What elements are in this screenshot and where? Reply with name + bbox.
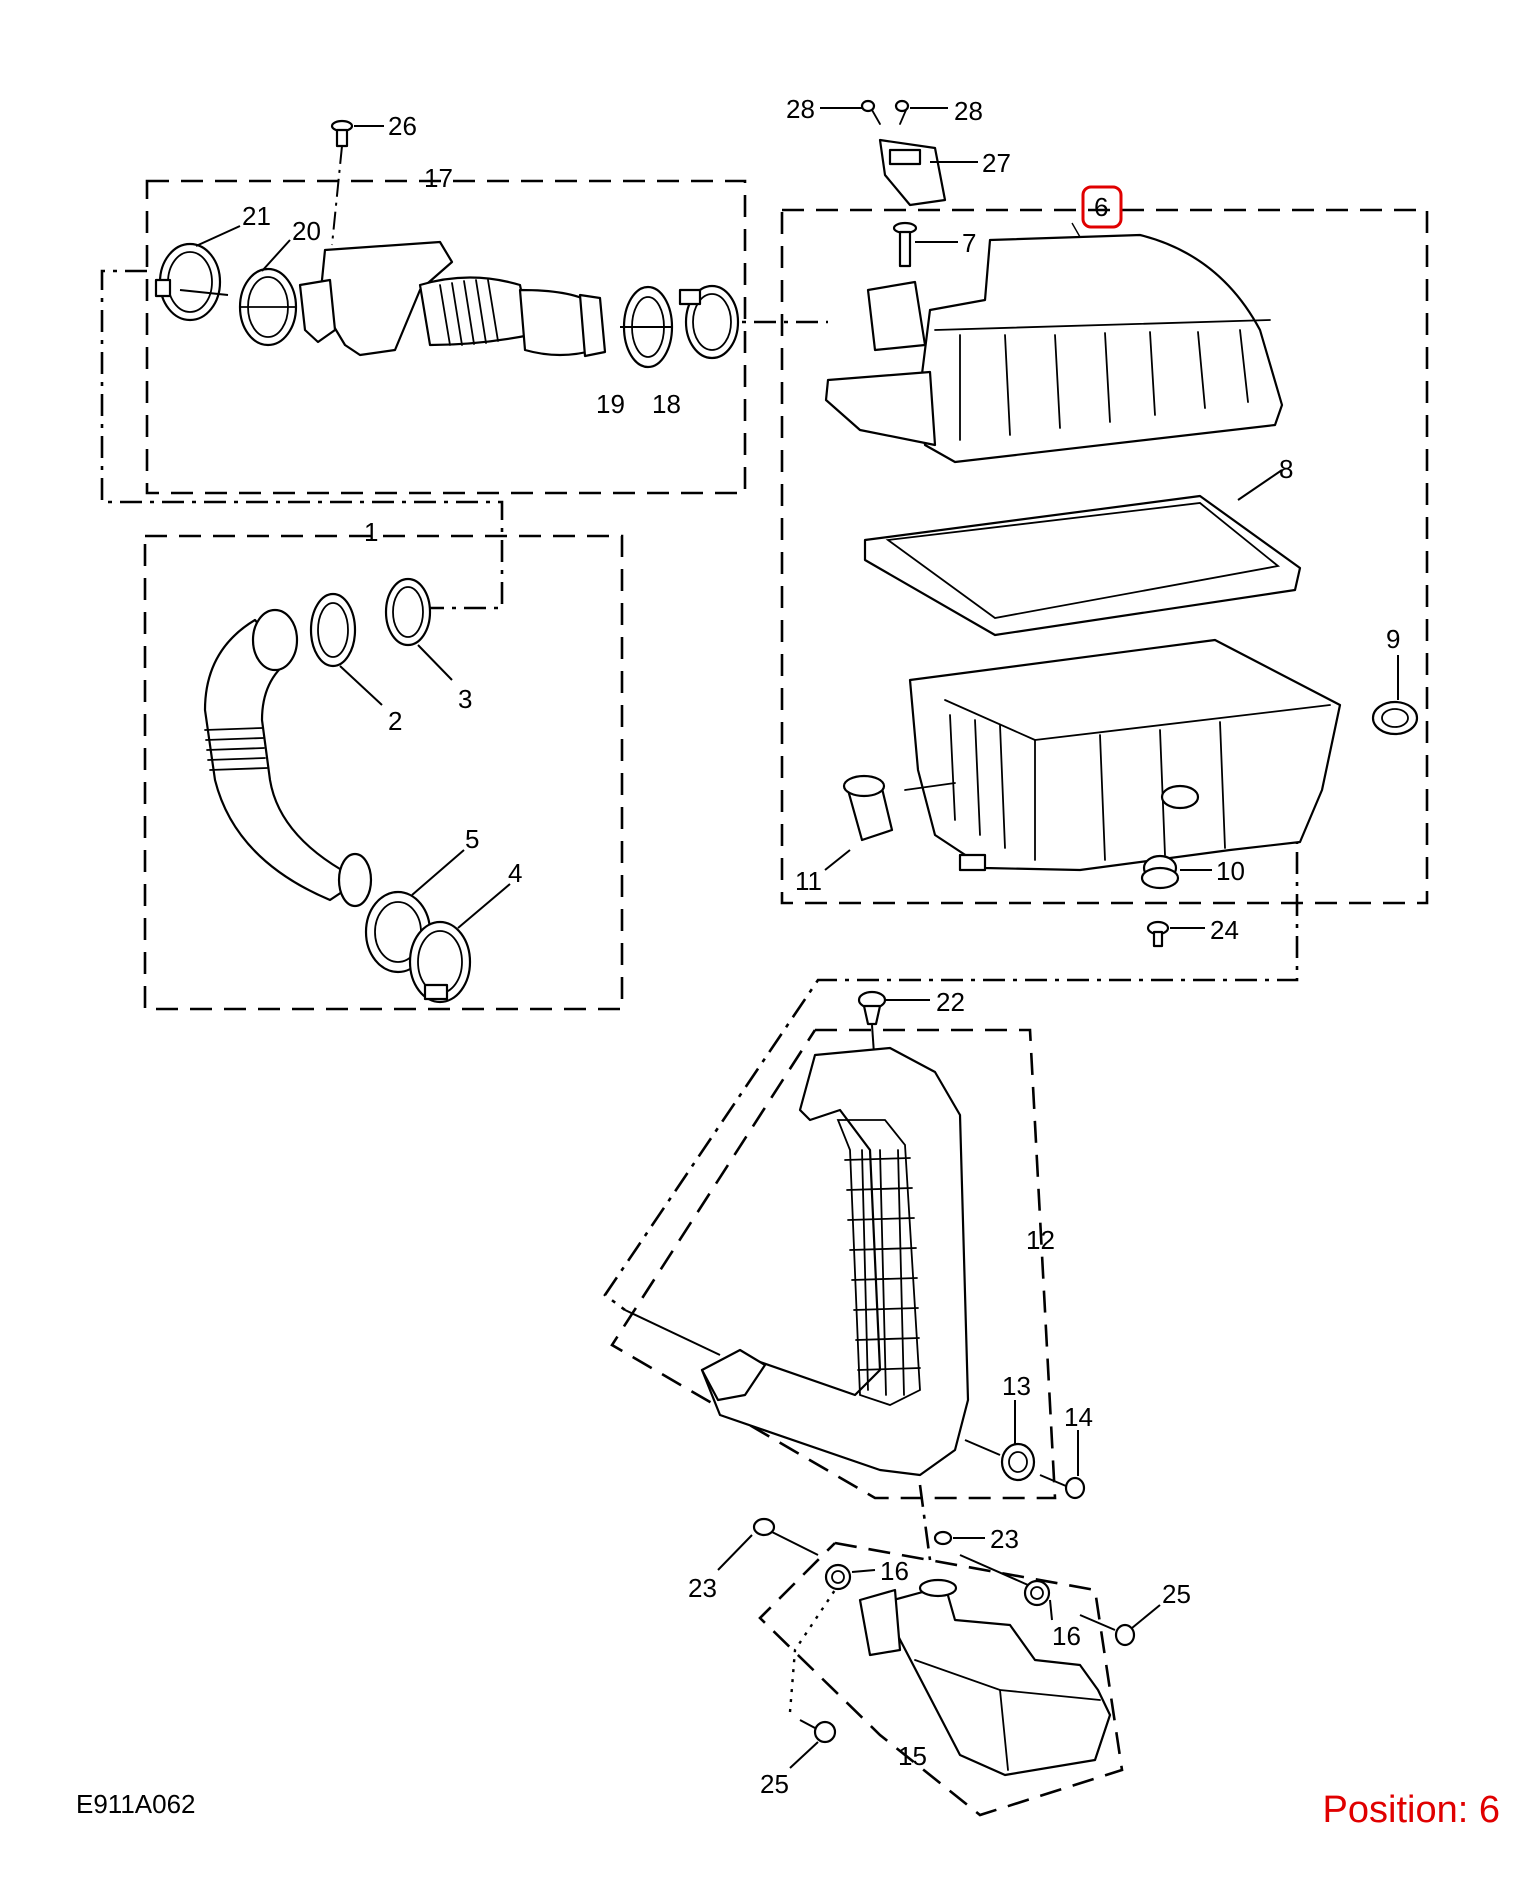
label-28-right: 28	[954, 96, 983, 126]
label-20: 20	[292, 216, 321, 246]
part-7-screw	[892, 221, 958, 268]
part-23-bolts	[717, 1517, 985, 1571]
label-22: 22	[936, 987, 965, 1017]
label-15: 15	[898, 1741, 927, 1771]
part-21-clamp	[154, 225, 241, 322]
label-16-right: 16	[1052, 1621, 1081, 1651]
connector-15-left	[788, 1589, 836, 1713]
label-28-left: 28	[786, 94, 815, 124]
part-12-intake-duct	[624, 1046, 970, 1477]
label-8: 8	[1279, 454, 1293, 484]
part-13-grommet	[964, 1400, 1036, 1482]
group-box-17	[145, 179, 747, 495]
label-11: 11	[795, 866, 822, 896]
group-box-6	[780, 208, 1429, 905]
group-box-12	[610, 1028, 1057, 1500]
label-12: 12	[1026, 1225, 1055, 1255]
part-6-lower-housing	[908, 638, 1342, 872]
label-23-right: 23	[990, 1524, 1019, 1554]
label-21: 21	[242, 201, 271, 231]
part-1-hose	[203, 608, 373, 908]
connection-lines	[100, 269, 1299, 1713]
part-27-sensor	[878, 138, 978, 207]
part-17-duct	[298, 240, 607, 358]
group-box-15	[758, 1541, 1124, 1817]
callout-labels: 26 17 21 20 19 18 1 2 3 5 4 28 28 27 6 7…	[242, 94, 1400, 1799]
connector-6-to-12	[603, 810, 1299, 1312]
part-24-bolt	[1146, 920, 1205, 948]
part-2-collar	[309, 592, 383, 706]
diagram-code: E911A062	[76, 1789, 196, 1819]
label-27: 27	[982, 148, 1011, 178]
highlight-box-6	[1081, 185, 1123, 229]
label-5: 5	[465, 824, 479, 854]
part-14-bolt	[1039, 1430, 1086, 1500]
label-16-left: 16	[880, 1556, 909, 1586]
part-4-clamp	[408, 883, 511, 1004]
label-18: 18	[652, 389, 681, 419]
part-3-clamp	[384, 577, 453, 681]
label-24: 24	[1210, 915, 1239, 945]
part-19-collar	[620, 285, 674, 369]
bolt-26	[330, 119, 384, 246]
label-26: 26	[388, 111, 417, 141]
label-1: 1	[364, 517, 378, 547]
label-25-right: 25	[1162, 1579, 1191, 1609]
label-6: 6	[1094, 192, 1108, 222]
part-16-grommets	[824, 1554, 1053, 1621]
label-17: 17	[424, 163, 453, 193]
label-7: 7	[962, 228, 976, 258]
part-15-resonator	[858, 1578, 1112, 1777]
label-4: 4	[508, 858, 522, 888]
part-6-upper-housing	[824, 222, 1284, 464]
part-28-screws	[820, 99, 948, 125]
label-23-left: 23	[688, 1573, 717, 1603]
part-10-grommet	[1140, 854, 1212, 890]
label-19: 19	[596, 389, 625, 419]
part-8-filter	[863, 469, 1302, 637]
label-2: 2	[388, 706, 402, 736]
part-25-bolts	[789, 1604, 1161, 1769]
connector-17-to-1	[100, 269, 504, 610]
part-22-clip	[857, 990, 930, 1069]
label-14: 14	[1064, 1402, 1093, 1432]
part-9-grommet	[1371, 655, 1419, 736]
part-20-collar	[238, 239, 298, 347]
label-9: 9	[1386, 624, 1400, 654]
label-25-left: 25	[760, 1769, 789, 1799]
label-3: 3	[458, 684, 472, 714]
connector-12-to-15	[918, 1484, 932, 1561]
label-13: 13	[1002, 1371, 1031, 1401]
part-11-spigot	[824, 774, 956, 871]
group-boxes	[143, 179, 1429, 1817]
group-box-1	[143, 534, 624, 1011]
label-10: 10	[1216, 856, 1245, 886]
position-indicator: Position: 6	[1323, 1789, 1500, 1831]
part-18-clamp	[678, 284, 740, 360]
